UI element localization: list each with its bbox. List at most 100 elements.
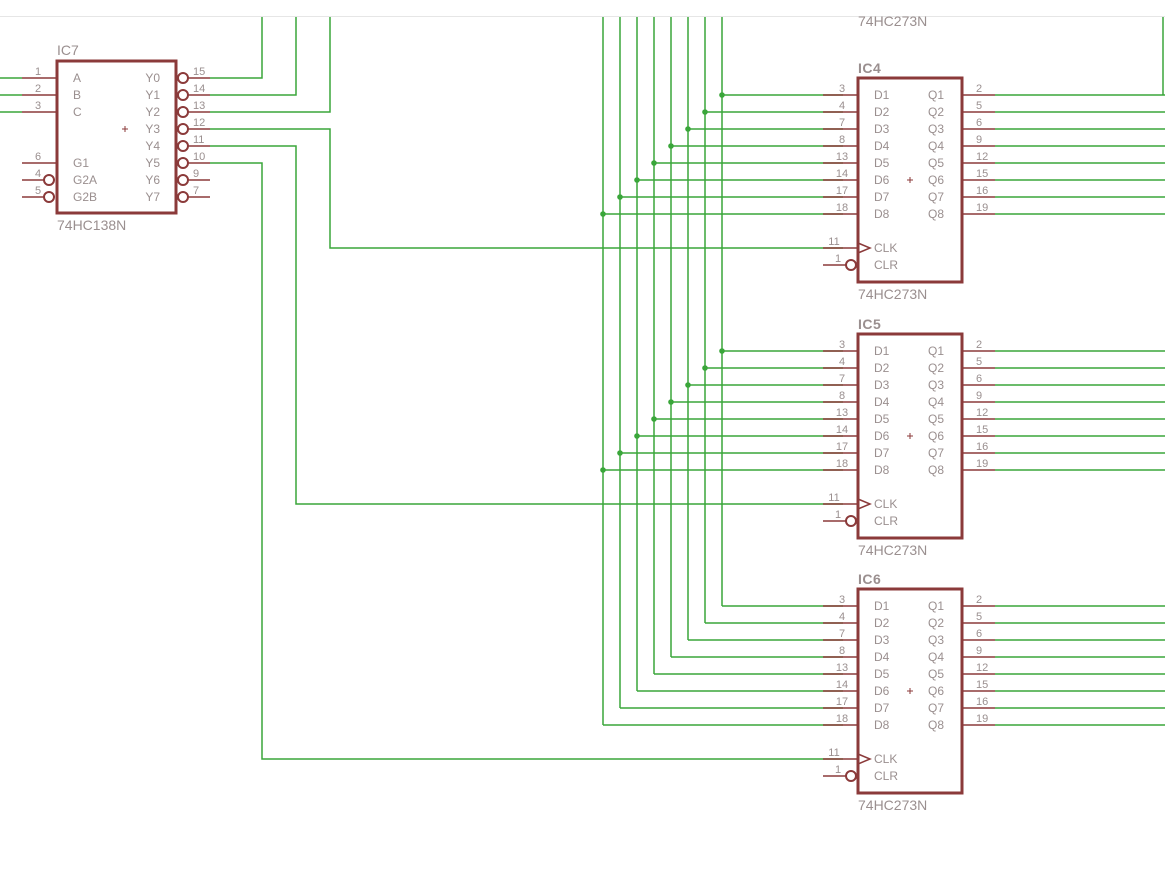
ic7-pin-number: 13 — [193, 100, 205, 112]
latch-pin-label: D2 — [874, 105, 890, 119]
latch-pin-label: Q8 — [928, 463, 944, 477]
decoder-y4-clk-ic5-wire[interactable] — [210, 145, 843, 505]
latch-pin-number: 5 — [976, 611, 982, 623]
ic7-name-label: IC7 — [57, 42, 79, 58]
junction-dot — [634, 177, 640, 183]
latch-pin-label: D3 — [874, 633, 890, 647]
junction-dot — [685, 382, 691, 388]
inversion-bubble — [43, 191, 55, 203]
latch-pin-number: 15 — [976, 424, 988, 436]
wires-layer — [0, 17, 1165, 760]
ic7-pin-label: Y1 — [145, 88, 160, 102]
latch-name-label: IC4 — [858, 60, 881, 76]
latch-name-label: IC5 — [858, 316, 881, 332]
latch-pin-number: 11 — [828, 492, 839, 504]
latch-pin-label: D3 — [874, 378, 890, 392]
latch-pin-number: 4 — [839, 611, 845, 623]
junction-dot — [702, 365, 708, 371]
latch-pin-number: 15 — [976, 168, 988, 180]
latch-pin-label: Q1 — [928, 344, 944, 358]
ic7-pin-label: G2A — [73, 173, 97, 187]
latch-pin-label: CLK — [874, 497, 897, 511]
ic7-pin-label: Y6 — [145, 173, 160, 187]
latch-pin-label: D4 — [874, 139, 890, 153]
latch-pin-label: D8 — [874, 718, 890, 732]
decoder-y2-wire[interactable] — [210, 17, 331, 113]
latch-pin-label: Q4 — [928, 395, 944, 409]
latch-pin-label: Q8 — [928, 718, 944, 732]
latch-pin-number: 6 — [976, 117, 982, 129]
latch-pin-number: 18 — [836, 202, 848, 214]
latch-pin-number: 2 — [976, 594, 982, 606]
latch-value-label: 74HC273N — [858, 542, 927, 558]
latch-pin-number: 9 — [976, 390, 982, 402]
latch-pin-number: 3 — [839, 594, 845, 606]
latch-pin-label: CLR — [874, 258, 898, 272]
junction-dot — [668, 143, 674, 149]
latch-pin-label: Q7 — [928, 446, 944, 460]
ic7-pin-number: 12 — [193, 117, 205, 129]
latch-pin-number: 7 — [839, 373, 845, 385]
latch-pin-number: 2 — [976, 83, 982, 95]
latch-pin-label: Q3 — [928, 633, 944, 647]
inversion-bubble — [43, 174, 55, 186]
latch-pin-label: Q5 — [928, 156, 944, 170]
latch-pin-number: 4 — [839, 356, 845, 368]
latch-pin-label: D3 — [874, 122, 890, 136]
junction-dot — [617, 450, 623, 456]
decoder-y5-clk-ic6-wire[interactable] — [210, 162, 843, 760]
latch-pin-label: Q8 — [928, 207, 944, 221]
origin-mark — [907, 177, 913, 183]
junction-dot — [634, 433, 640, 439]
ic7-pin-label: Y3 — [145, 122, 160, 136]
latch-pin-number: 19 — [976, 202, 988, 214]
latch-pin-number: 6 — [976, 628, 982, 640]
latch-pin-label: D2 — [874, 361, 890, 375]
decoder-y3-clk-ic4-wire[interactable] — [210, 128, 843, 249]
junction-dot — [685, 126, 691, 132]
latch-pin-label: Q2 — [928, 105, 944, 119]
latch-pin-label: D7 — [874, 190, 890, 204]
junction-dot — [719, 92, 725, 98]
latch-pin-number: 17 — [836, 185, 848, 197]
decoder-y1-wire[interactable] — [210, 17, 297, 96]
inversion-bubble — [177, 89, 189, 101]
latch-pin-number: 3 — [839, 83, 845, 95]
latch-pin-label: D7 — [874, 446, 890, 460]
inversion-bubble — [845, 770, 857, 782]
latch-pin-number: 17 — [836, 696, 848, 708]
latch-pin-label: D6 — [874, 173, 890, 187]
latch-pin-number: 13 — [836, 151, 848, 163]
junction-dot — [600, 467, 606, 473]
latch-pin-label: D1 — [874, 599, 890, 613]
latch-pin-number: 17 — [836, 441, 848, 453]
latch-pin-label: D4 — [874, 395, 890, 409]
latch-pin-label: Q2 — [928, 361, 944, 375]
latch-pin-label: D2 — [874, 616, 890, 630]
latch-pin-label: CLK — [874, 241, 897, 255]
latch-pin-number: 11 — [828, 236, 839, 248]
ic7-pin-label: Y5 — [145, 156, 160, 170]
latch-pin-number: 2 — [976, 339, 982, 351]
latch-pin-label: Q3 — [928, 122, 944, 136]
origin-mark — [122, 126, 128, 132]
latch-pin-number: 16 — [976, 185, 988, 197]
latch-pin-number: 14 — [836, 424, 848, 436]
ic7-pin-label: A — [73, 71, 81, 85]
inversion-bubble — [177, 106, 189, 118]
latch-pin-number: 6 — [976, 373, 982, 385]
inversion-bubble — [177, 174, 189, 186]
decoder-y0-wire[interactable] — [210, 17, 263, 79]
latch-pin-number: 5 — [976, 100, 982, 112]
latch-pin-label: D5 — [874, 667, 890, 681]
latch-pin-number: 19 — [976, 458, 988, 470]
ic7-pin-label: Y0 — [145, 71, 160, 85]
latch-pin-label: CLK — [874, 752, 897, 766]
latch-pin-label: Q6 — [928, 173, 944, 187]
